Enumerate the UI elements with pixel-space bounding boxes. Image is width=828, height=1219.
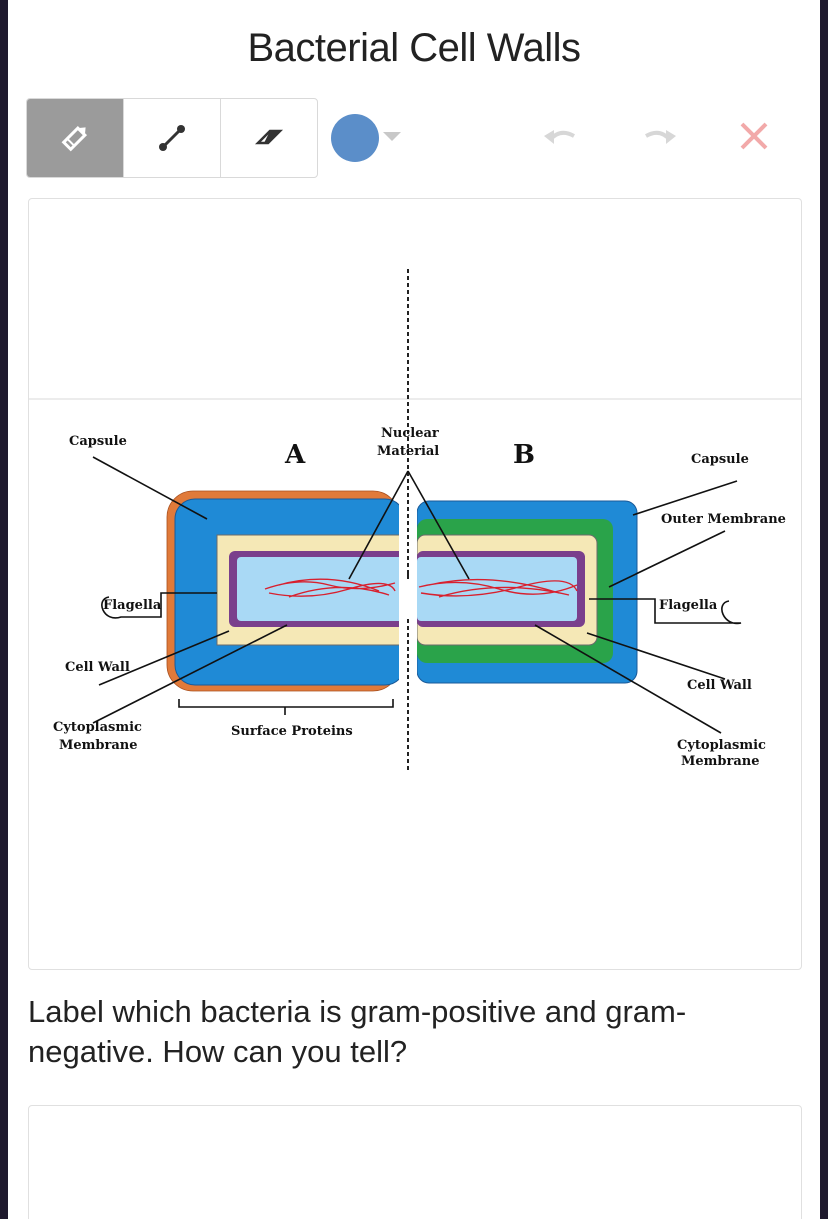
chevron-down-icon[interactable] [383,131,401,141]
leader-lines [92,456,742,734]
nuclear-label-1: Nuclear [381,426,439,441]
nuclear-material [264,578,578,598]
cyto-right-label-2: Membrane [681,754,760,769]
cell-wall-right-label: Cell Wall [687,678,752,693]
clear-icon [740,122,768,150]
worksheet-page: Bacterial Cell Walls [8,0,820,1219]
drawing-canvas[interactable]: Capsule A Nuclear Material B Capsule Out… [28,198,802,970]
undo-icon [544,130,575,144]
redo-icon [645,130,676,144]
eraser-icon [254,129,284,145]
cell-a-cytoplasm [237,557,417,621]
eraser-tool-button[interactable] [221,99,317,177]
line-icon [159,125,185,151]
pencil-tool-button[interactable] [27,99,124,177]
drawing-toolbar [26,98,802,178]
question-text: Label which bacteria is gram-positive an… [28,994,687,1069]
cyto-right-label-1: Cytoplasmic [677,738,766,753]
cell-b-label: B [513,440,535,470]
capsule-left-label: Capsule [69,434,127,449]
cell-wall-left-label: Cell Wall [65,660,130,675]
outer-membrane-label: Outer Membrane [661,512,786,527]
cyto-left-label-1: Cytoplasmic [53,720,142,735]
line-tool-button[interactable] [124,99,221,177]
flagella-right-label: Flagella [659,598,718,613]
tool-group [26,98,318,178]
color-swatch[interactable] [331,114,379,162]
bacteria-diagram: Capsule A Nuclear Material B Capsule Out… [29,269,801,771]
cell-a-label: A [284,440,306,470]
cyto-left-label-2: Membrane [59,738,138,753]
surface-proteins-label: Surface Proteins [231,724,353,739]
answer-field[interactable] [28,1105,802,1219]
flagella-left-label: Flagella [103,598,162,613]
pencil-icon [61,125,88,152]
clear-button[interactable] [734,116,774,161]
capsule-right-label: Capsule [691,452,749,467]
redo-button[interactable] [638,116,682,161]
nuclear-label-2: Material [377,444,439,459]
color-picker[interactable] [331,114,401,162]
undo-button[interactable] [538,116,582,161]
page-title: Bacterial Cell Walls [247,26,581,70]
